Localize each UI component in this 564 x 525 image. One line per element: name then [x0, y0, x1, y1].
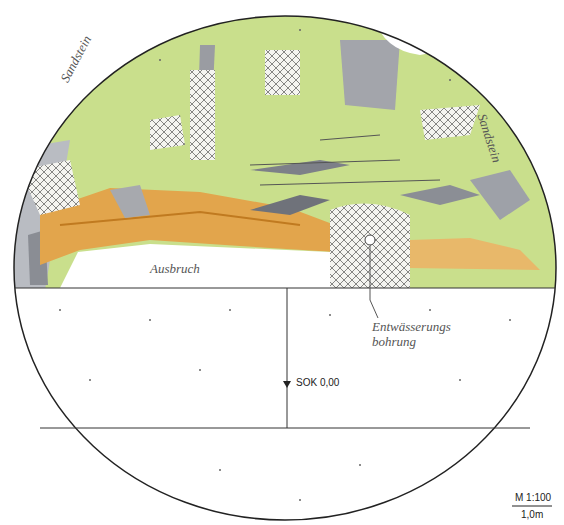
scale-label: M 1:100 [515, 492, 551, 504]
rock-label: Sandstein [58, 33, 95, 85]
level-label: SOK 0,00 [296, 377, 339, 389]
zone-label: Ausbruch [150, 262, 200, 277]
callout-label: Entwässerungs bohrung [372, 320, 464, 350]
scale-length: 1,0m [521, 509, 543, 521]
